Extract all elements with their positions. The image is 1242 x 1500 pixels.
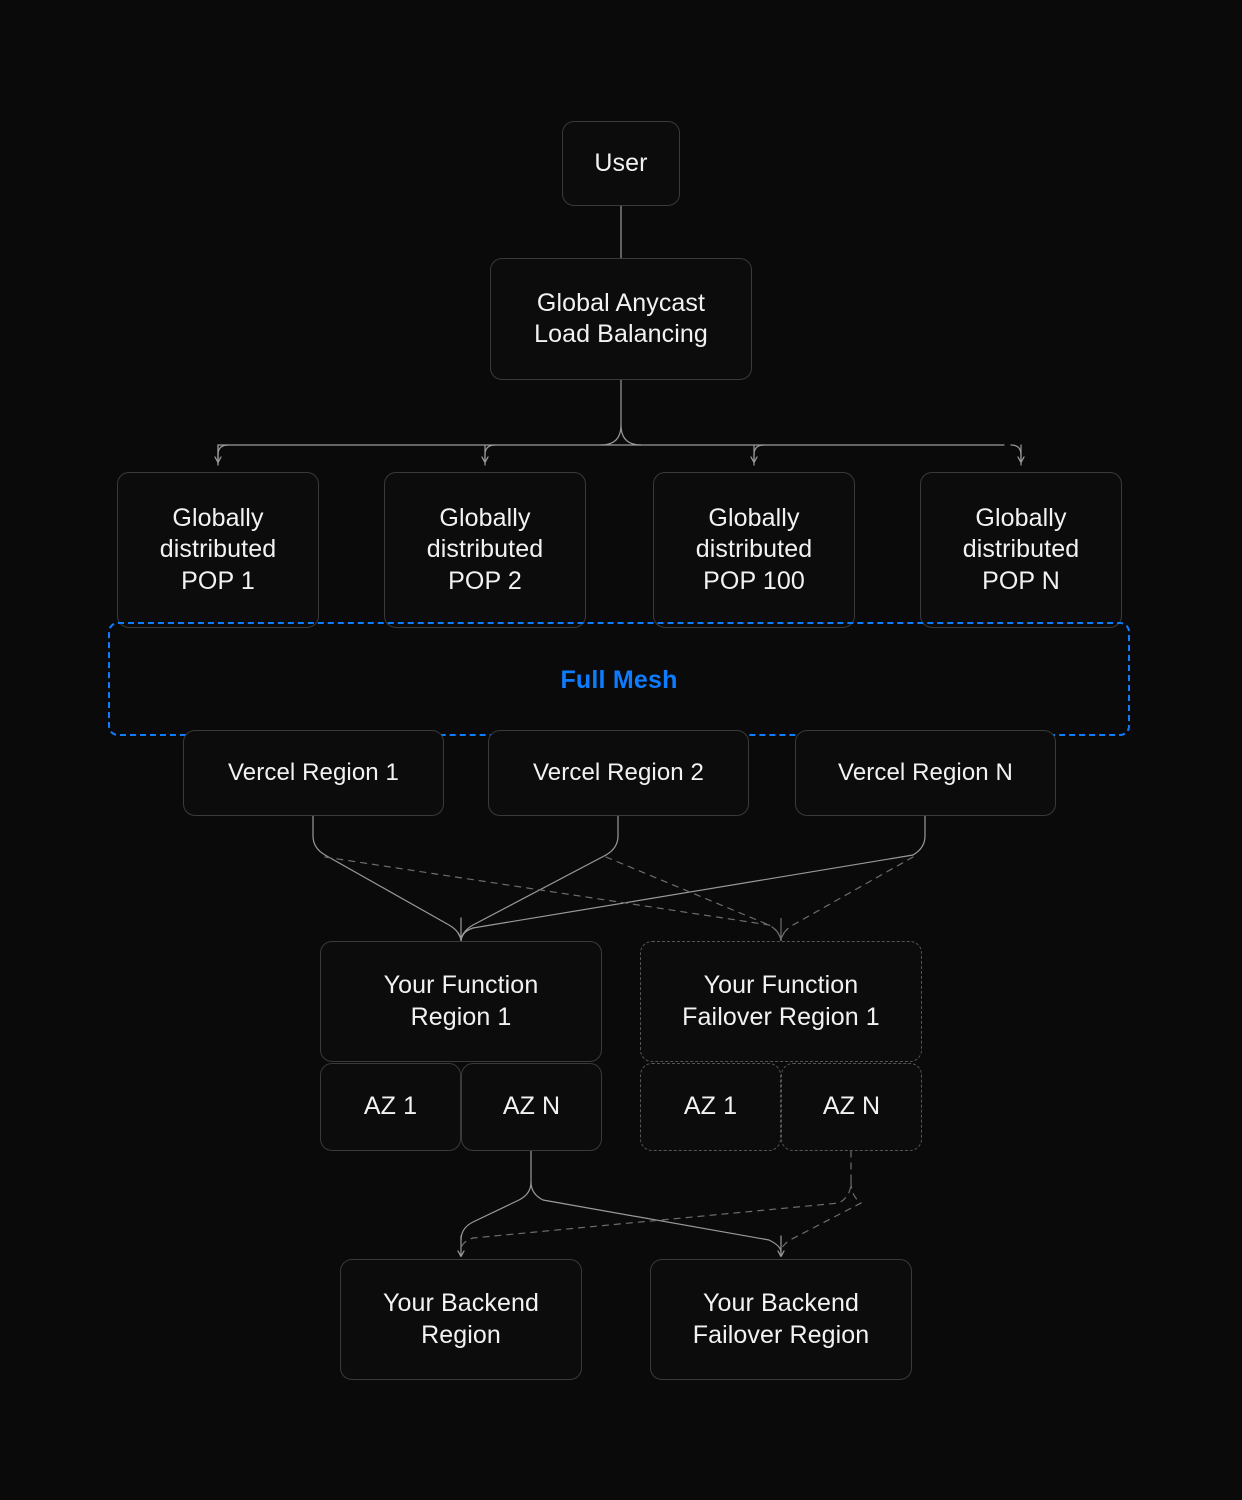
node-global-anycast-load-balancing[interactable]: Global Anycast Load Balancing <box>490 258 752 380</box>
node-vercel-region-2-label: Vercel Region 2 <box>533 758 704 786</box>
node-your-backend-failover-region[interactable]: Your Backend Failover Region <box>650 1259 912 1380</box>
node-function-failover-region-1-az-1-label: AZ 1 <box>683 1092 738 1121</box>
node-function-region-1-az-n[interactable]: AZ N <box>461 1063 602 1151</box>
node-user[interactable]: User <box>562 121 680 206</box>
node-function-failover-region-1-az-1[interactable]: AZ 1 <box>640 1063 781 1151</box>
node-pop-1-label: Globally distributed POP 1 <box>159 503 277 595</box>
full-mesh-boundary: Full Mesh <box>108 622 1130 736</box>
node-vercel-region-1[interactable]: Vercel Region 1 <box>183 730 444 816</box>
node-your-function-region-1[interactable]: Your Function Region 1 <box>320 941 602 1062</box>
node-user-label: User <box>594 148 648 177</box>
node-vercel-region-2[interactable]: Vercel Region 2 <box>488 730 749 816</box>
node-backend-region-label: Your Backend Region <box>383 1289 539 1349</box>
node-backend-failover-region-label: Your Backend Failover Region <box>692 1289 870 1349</box>
node-function-failover-region-1-az-n-label: AZ N <box>822 1092 881 1121</box>
node-pop-100-label: Globally distributed POP 100 <box>695 503 813 595</box>
node-function-failover-region-1-az-n[interactable]: AZ N <box>781 1063 922 1151</box>
node-pop-n-label: Globally distributed POP N <box>962 503 1080 595</box>
node-vercel-region-1-label: Vercel Region 1 <box>228 758 399 786</box>
node-pop-1[interactable]: Globally distributed POP 1 <box>117 472 319 628</box>
node-function-region-1-az-n-label: AZ N <box>502 1092 561 1121</box>
node-vercel-region-n-label: Vercel Region N <box>838 758 1013 786</box>
node-function-region-1-az-1[interactable]: AZ 1 <box>320 1063 461 1151</box>
node-your-function-failover-region-1[interactable]: Your Function Failover Region 1 <box>640 941 922 1062</box>
node-function-region-1-label: Your Function Region 1 <box>383 971 539 1031</box>
full-mesh-label: Full Mesh <box>560 666 678 694</box>
node-pop-2-label: Globally distributed POP 2 <box>426 503 544 595</box>
node-function-region-1-az-1-label: AZ 1 <box>363 1092 418 1121</box>
node-pop-n[interactable]: Globally distributed POP N <box>920 472 1122 628</box>
node-function-failover-region-1-label: Your Function Failover Region 1 <box>682 971 880 1031</box>
node-your-backend-region[interactable]: Your Backend Region <box>340 1259 582 1380</box>
node-load-balancer-label: Global Anycast Load Balancing <box>534 288 708 349</box>
node-pop-2[interactable]: Globally distributed POP 2 <box>384 472 586 628</box>
node-vercel-region-n[interactable]: Vercel Region N <box>795 730 1056 816</box>
node-pop-100[interactable]: Globally distributed POP 100 <box>653 472 855 628</box>
